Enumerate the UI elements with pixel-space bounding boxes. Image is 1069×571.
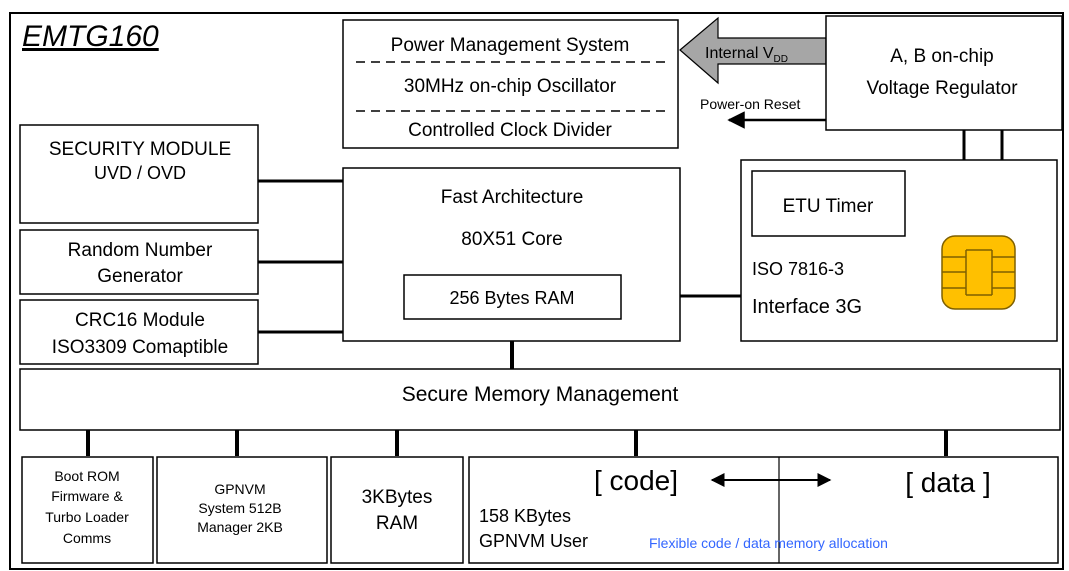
core-line1: Fast Architecture	[441, 187, 584, 208]
core-ram-box	[403, 274, 622, 320]
boot-rom-block: Boot ROM Firmware & Turbo Loader Comms	[21, 456, 154, 564]
boot-line4: Comms	[63, 530, 111, 546]
smart-card-chip-icon	[941, 235, 1016, 310]
internal-vdd-arrow: Internal VDD	[679, 16, 827, 85]
regulator-line1: A, B on-chip	[890, 46, 994, 67]
crc-block: CRC16 Module ISO3309 Comaptible	[19, 299, 259, 365]
iso-interface-block: ETU Timer ISO 7816-3 Interface 3G	[740, 159, 1058, 342]
clock-divider-label: Controlled Clock Divider	[408, 120, 612, 141]
secure-memory-management-block: Secure Memory Management	[19, 368, 1061, 431]
core-block: Fast Architecture 80X51 Core 256 Bytes R…	[342, 167, 681, 342]
etu-timer-label: ETU Timer	[783, 196, 874, 217]
gpnvm-sys-line1: GPNVM	[214, 481, 265, 497]
power-mgmt-label: Power Management System	[391, 35, 630, 56]
crc-line2: ISO3309 Comaptible	[52, 337, 228, 358]
boot-line1: Boot ROM	[54, 468, 119, 484]
ram-3k-block: 3KBytes RAM	[330, 456, 464, 564]
crc-line1: CRC16 Module	[75, 310, 205, 331]
oscillator-label: 30MHz on-chip Oscillator	[404, 76, 617, 97]
gpnvm-user-line1: 158 KBytes	[479, 506, 571, 526]
data-label: [ data ]	[905, 467, 991, 498]
ram3k-line1: 3KBytes	[362, 487, 433, 508]
code-label: [ code]	[594, 465, 678, 496]
regulator-line2: Voltage Regulator	[866, 78, 1018, 99]
iso-line2: Interface 3G	[752, 296, 862, 318]
rng-line2: Generator	[97, 266, 183, 287]
core-line2: 80X51 Core	[461, 229, 562, 250]
internal-vdd-label: Internal VDD	[705, 45, 788, 65]
iso-line1: ISO 7816-3	[752, 259, 844, 279]
voltage-regulator-block: A, B on-chip Voltage Regulator	[825, 15, 1063, 131]
security-module-block: SECURITY MODULE UVD / OVD	[19, 124, 259, 224]
boot-line2: Firmware &	[51, 488, 123, 504]
rng-block: Random Number Generator	[19, 229, 259, 295]
gpnvm-user-block: [ code] [ data ] 158 KBytes GPNVM User F…	[468, 456, 1059, 564]
chip-title: EMTG160	[22, 20, 159, 53]
ram3k-line2: RAM	[376, 513, 418, 534]
power-management-block: Power Management System 30MHz on-chip Os…	[342, 19, 679, 149]
etu-timer-box	[751, 170, 906, 237]
boot-line3: Turbo Loader	[45, 509, 129, 525]
core-ram-label: 256 Bytes RAM	[449, 288, 574, 308]
gpnvm-user-line2: GPNVM User	[479, 531, 588, 551]
gpnvm-sys-line2: System 512B	[198, 500, 281, 516]
smm-label: Secure Memory Management	[402, 383, 679, 406]
gpnvm-system-block: GPNVM System 512B Manager 2KB	[156, 456, 328, 564]
gpnvm-sys-line3: Manager 2KB	[197, 519, 283, 535]
flexible-allocation-note: Flexible code / data memory allocation	[649, 535, 888, 551]
rng-line1: Random Number	[68, 240, 213, 261]
security-line2: UVD / OVD	[94, 163, 186, 183]
security-line1: SECURITY MODULE	[49, 139, 231, 160]
power-on-reset-label: Power-on Reset	[700, 96, 800, 112]
